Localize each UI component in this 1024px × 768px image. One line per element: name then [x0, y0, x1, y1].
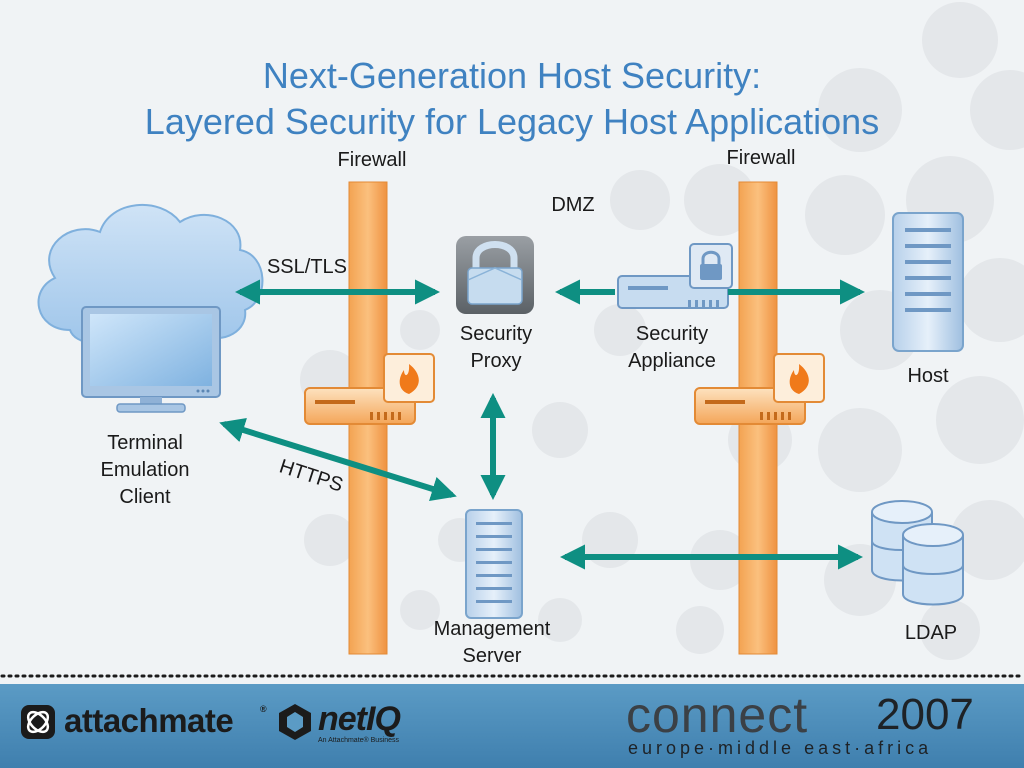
monitor-icon: [81, 306, 221, 413]
dmz-label: DMZ: [551, 194, 595, 216]
terminal-client-label-line2: Emulation: [100, 459, 190, 481]
netiq-wordmark: netIQ: [318, 700, 401, 738]
security-proxy-label-line1: Security: [459, 323, 533, 345]
footer-bar: attachmate ® netIQ An Attachmate® Busine…: [0, 684, 1024, 768]
https-arrow: [219, 417, 457, 502]
management-server-label-line1: Management: [433, 618, 551, 640]
terminal-client-label-line1: Terminal: [107, 432, 183, 454]
router-icon: [617, 243, 733, 309]
flame-icon: [694, 353, 825, 425]
ldap-label: LDAP: [904, 622, 958, 644]
dotted-separator: [0, 674, 1024, 678]
connect-wordmark: connect: [626, 687, 809, 743]
connect-year: 2007: [876, 690, 974, 739]
management-server-label-line2: Server: [462, 645, 522, 667]
server-rack-icon: [465, 509, 523, 619]
slide-title-line1: Next-Generation Host Security:: [262, 55, 762, 96]
slide-title-line2: Layered Security for Legacy Host Applica…: [144, 101, 880, 142]
security-appliance-label-line1: Security: [635, 323, 709, 345]
attachmate-trademark: ®: [260, 704, 267, 714]
security-appliance-label-line2: Appliance: [628, 350, 716, 372]
management-server-label: Management Server: [422, 616, 562, 670]
netiq-subtitle: An Attachmate® Business: [318, 737, 400, 744]
network-diagram: [37, 181, 964, 655]
attachmate-wordmark: attachmate: [64, 702, 234, 739]
database-icon: [871, 500, 964, 606]
attachmate-logo-icon: [21, 705, 55, 739]
padlock-icon: [456, 236, 534, 314]
connect-region: europe·middle east·africa: [628, 738, 933, 758]
netiq-logo-icon: [279, 704, 311, 740]
server-rack-icon: [892, 212, 964, 352]
host-label: Host: [907, 365, 949, 387]
security-appliance-label: Security Appliance: [612, 321, 732, 375]
terminal-client-label: Terminal Emulation Client: [85, 430, 205, 511]
ssl-tls-label: SSL/TLS: [266, 256, 348, 278]
terminal-client-label-line3: Client: [119, 486, 171, 508]
firewall-right-label: Firewall: [726, 147, 796, 169]
security-proxy-label-line2: Proxy: [470, 350, 522, 372]
security-proxy-label: Security Proxy: [436, 321, 556, 375]
flame-icon: [304, 353, 435, 425]
firewall-left-label: Firewall: [337, 149, 407, 171]
